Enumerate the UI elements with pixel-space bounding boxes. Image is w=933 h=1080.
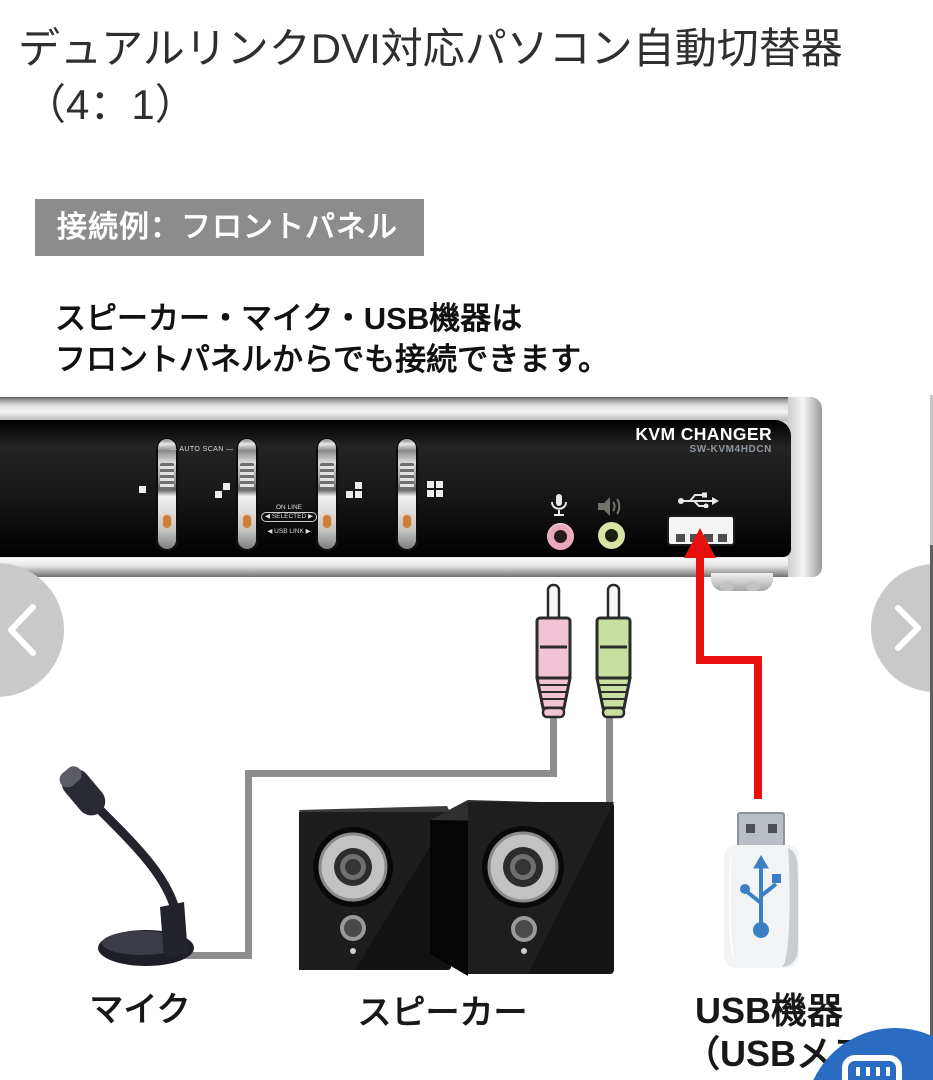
foot-bump: [720, 581, 734, 591]
usb-connection-arrow: [696, 656, 762, 664]
mic-cable: [245, 770, 557, 777]
auto-scan-label: — AUTO SCAN —: [170, 446, 234, 453]
port-select-switch-2: [236, 437, 258, 551]
on-line-label: ON LINE: [275, 504, 302, 511]
port2-indicator: [223, 483, 230, 490]
usb-connection-arrowhead: [684, 528, 716, 558]
mic-cable: [245, 770, 252, 959]
kvm-switch-foot: [711, 573, 773, 591]
port4-indicator: [436, 490, 443, 497]
kvm-switch-front-panel: [0, 420, 791, 557]
port2-indicator: [215, 491, 222, 498]
usb-trident-icon: [678, 492, 719, 508]
mic-cable: [184, 952, 252, 959]
scrollbar-thumb[interactable]: [930, 545, 933, 1080]
port4-indicator: [436, 481, 443, 488]
speaker-plug-green: [595, 583, 632, 719]
port3-indicator: [355, 491, 362, 498]
usb-connection-arrow: [754, 656, 762, 799]
desktop-microphone: [59, 766, 194, 966]
port4-indicator: [427, 481, 434, 488]
port3-indicator: [355, 482, 362, 489]
caption-mic: マイク: [89, 991, 191, 1029]
port1-indicator: [139, 486, 146, 493]
caption-usb-line1: USB機器: [694, 990, 843, 1031]
usb-link-label: ◀ USB LINK ▶: [267, 528, 311, 535]
brand-block: KVM CHANGER SW-KVM4HDCN: [596, 424, 772, 456]
page-title-line1: デュアルリンクDVI対応パソコン自動切替器: [18, 25, 843, 72]
description-line1: スピーカー・マイク・USB機器は: [55, 301, 523, 336]
chevron-right-icon: [895, 605, 921, 651]
brand-name: KVM CHANGER: [635, 424, 772, 444]
chevron-left-icon: [8, 604, 36, 656]
selected-label: ◀ SELECTED ▶: [261, 512, 317, 522]
led-legend: ON LINE ◀ SELECTED ▶ ◀ USB LINK ▶: [259, 503, 319, 536]
page-title-line2: （4：1）: [24, 81, 197, 128]
scrollbar-track: [930, 395, 933, 547]
mic-plug-pink: [535, 583, 572, 719]
port-select-switch-3: [316, 437, 338, 551]
mic-jack: [547, 523, 574, 550]
speaker-left: [299, 806, 451, 970]
port3-indicator: [346, 491, 353, 498]
mic-cable: [550, 714, 557, 776]
port4-indicator: [427, 490, 434, 497]
model-number: SW-KVM4HDCN: [689, 444, 772, 455]
port-select-switch-4: [396, 437, 418, 551]
usb-connection-arrow: [696, 552, 704, 664]
foot-bump: [746, 581, 760, 591]
carousel-next-button[interactable]: [871, 564, 933, 692]
carousel-prev-button[interactable]: [0, 563, 64, 697]
kvm-switch-right-cap: [788, 397, 822, 577]
description-line2: フロントパネルからでも接続できます。: [55, 342, 609, 377]
speaker-right: [430, 800, 614, 976]
speaker-icon: [598, 497, 621, 516]
speaker-jack: [598, 522, 625, 549]
usb-memory-stick: [724, 812, 799, 968]
microphone-icon: [551, 494, 567, 516]
chat-bubble-icon: [842, 1055, 902, 1080]
port-select-switch-1: [156, 437, 178, 551]
caption-speakers: スピーカー: [357, 994, 528, 1032]
section-label: 接続例：フロントパネル: [35, 199, 424, 256]
